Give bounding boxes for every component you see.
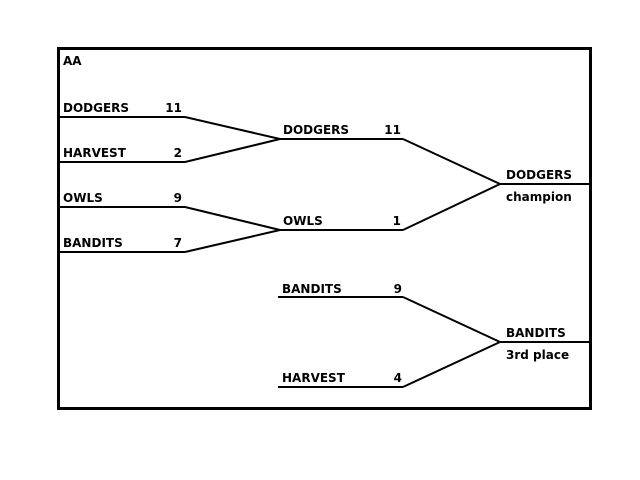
bracket-frame xyxy=(57,47,592,410)
champion-team: DODGERS xyxy=(506,168,573,182)
connector-r1-top xyxy=(184,116,281,163)
connector-final xyxy=(402,138,503,231)
final-score-owls: 1 xyxy=(392,214,401,228)
final-team-owls: OWLS xyxy=(283,214,323,228)
third-place-team: BANDITS xyxy=(506,326,566,340)
round1-team-dodgers: DODGERS xyxy=(63,101,130,115)
champion-caption: champion xyxy=(506,190,572,204)
connector-3rd xyxy=(402,296,503,388)
third-game-score-bandits: 9 xyxy=(393,282,402,296)
round1-score-bandits: 7 xyxy=(173,236,182,250)
round1-score-owls: 9 xyxy=(173,191,182,205)
third-game-score-harvest: 4 xyxy=(393,371,402,385)
third-game-team-harvest: HARVEST xyxy=(282,371,345,385)
third-place-caption: 3rd place xyxy=(506,348,570,362)
final-score-dodgers: 11 xyxy=(384,123,401,137)
round1-score-harvest: 2 xyxy=(173,146,182,160)
division-label: AA xyxy=(63,54,82,68)
round1-team-owls: OWLS xyxy=(63,191,103,205)
third-game-team-bandits: BANDITS xyxy=(282,282,342,296)
round1-score-dodgers: 11 xyxy=(165,101,182,115)
round1-team-bandits: BANDITS xyxy=(63,236,123,250)
connector-r1-bottom xyxy=(184,206,281,253)
final-team-dodgers: DODGERS xyxy=(283,123,350,137)
round1-team-harvest: HARVEST xyxy=(63,146,126,160)
